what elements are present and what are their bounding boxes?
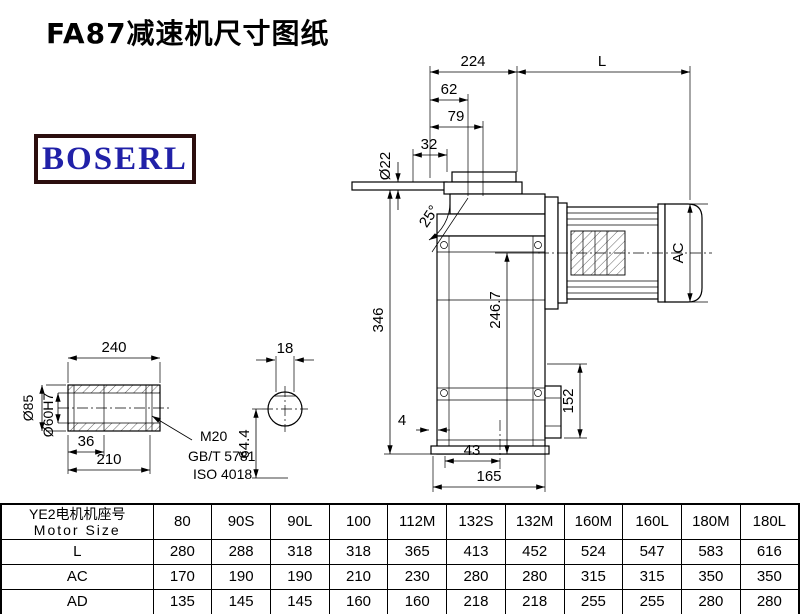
table-header-cell: 132S xyxy=(446,503,506,540)
table-header-cell: 180M xyxy=(680,503,741,540)
dim-label-346: 346 xyxy=(370,307,387,332)
dim-label-152: 152 xyxy=(560,388,577,413)
table-cell: 583 xyxy=(680,538,741,565)
table-cell: 218 xyxy=(504,588,565,614)
boserl-logo-text: BOSERL xyxy=(42,140,188,177)
table-cell: 145 xyxy=(269,588,330,614)
row-label-AC: AC xyxy=(0,563,154,590)
dim-label-AC: AC xyxy=(670,242,687,263)
table-cell: 218 xyxy=(446,588,506,614)
table-cell: 350 xyxy=(680,563,741,590)
table-cell: 160 xyxy=(328,588,389,614)
table-cell: 145 xyxy=(211,588,271,614)
table-cell: 280 xyxy=(504,563,565,590)
motor-size-table: YE2电机机座号 Motor Size 80 90S 90L 100 112M … xyxy=(0,503,800,614)
table-header-row: YE2电机机座号 Motor Size 80 90S 90L 100 112M … xyxy=(0,503,800,540)
shaft-detail-view xyxy=(58,384,170,432)
dim-label-dia60H7: Ø60H7 xyxy=(40,393,56,438)
table-cell: 315 xyxy=(563,563,624,590)
table-cell: 280 xyxy=(680,588,741,614)
dim-label-165: 165 xyxy=(476,468,501,485)
shaft-section-view xyxy=(262,386,308,432)
standard-iso-label: ISO 4018 xyxy=(193,466,252,482)
table-header-cell: 80 xyxy=(152,503,213,540)
boserl-logo: BOSERL xyxy=(34,134,196,184)
motor-size-col-header: YE2电机机座号 Motor Size xyxy=(0,503,154,540)
table-cell: 315 xyxy=(622,563,682,590)
table-cell: 524 xyxy=(563,538,624,565)
dim-label-18: 18 xyxy=(277,340,294,357)
table-cell: 190 xyxy=(269,563,330,590)
dim-label-210: 210 xyxy=(96,451,121,468)
table-cell: 255 xyxy=(622,588,682,614)
table-cell: 230 xyxy=(387,563,448,590)
table-cell: 365 xyxy=(387,538,448,565)
table-header-cell: 180L xyxy=(739,503,800,540)
table-cell: 318 xyxy=(328,538,389,565)
table-header-cell: 112M xyxy=(387,503,448,540)
motor-size-header-en: Motor Size xyxy=(33,521,121,538)
table-cell: 170 xyxy=(152,563,213,590)
dim-label-m20: M20 xyxy=(200,428,227,444)
table-row-AC: AC 170 190 190 210 230 280 280 315 315 3… xyxy=(0,563,800,590)
dim-label-246-7: 246.7 xyxy=(487,291,504,329)
table-cell: 288 xyxy=(211,538,271,565)
dim-label-43: 43 xyxy=(464,442,481,459)
motor-view xyxy=(538,196,712,310)
motor-size-header-cn: YE2电机机座号 xyxy=(29,505,126,522)
dim-label-L: L xyxy=(598,53,606,70)
table-cell: 280 xyxy=(152,538,213,565)
dim-label-dia22: Ø22 xyxy=(377,152,394,180)
table-cell: 318 xyxy=(269,538,330,565)
table-cell: 280 xyxy=(739,588,800,614)
table-row-L: L 280 288 318 318 365 413 452 524 547 58… xyxy=(0,538,800,565)
table-cell: 280 xyxy=(446,563,506,590)
table-cell: 350 xyxy=(739,563,800,590)
table-header-cell: 160M xyxy=(563,503,624,540)
table-cell: 160 xyxy=(387,588,448,614)
dim-label-62: 62 xyxy=(441,81,458,98)
dim-label-240: 240 xyxy=(101,339,126,356)
standard-gb-label: GB/T 5781 xyxy=(188,448,256,464)
page-title: FA87减速机尺寸图纸 xyxy=(46,17,330,50)
dim-label-64-4: 64.4 xyxy=(236,429,253,458)
table-cell: 255 xyxy=(563,588,624,614)
dim-label-4: 4 xyxy=(398,412,406,429)
table-cell: 135 xyxy=(152,588,213,614)
table-row-AD: AD 135 145 145 160 160 218 218 255 255 2… xyxy=(0,588,800,614)
table-cell: 452 xyxy=(504,538,565,565)
dim-label-36: 36 xyxy=(78,433,95,450)
dim-label-224: 224 xyxy=(460,53,485,70)
table-header-cell: 90L xyxy=(269,503,330,540)
dim-label-dia85: Ø85 xyxy=(20,395,36,422)
row-label-AD: AD xyxy=(0,588,154,614)
row-label-L: L xyxy=(0,538,154,565)
table-cell: 616 xyxy=(739,538,800,565)
table-cell: 547 xyxy=(622,538,682,565)
table-header-cell: 90S xyxy=(211,503,271,540)
dim-label-79: 79 xyxy=(448,108,465,125)
table-cell: 210 xyxy=(328,563,389,590)
dimension-annotations: 224 L 62 79 32 Ø22 25° 346 246.7 xyxy=(20,53,708,492)
table-header-cell: 100 xyxy=(328,503,389,540)
table-header-cell: 160L xyxy=(622,503,682,540)
table-cell: 413 xyxy=(446,538,506,565)
table-cell: 190 xyxy=(211,563,271,590)
table-header-cell: 132M xyxy=(504,503,565,540)
dim-label-32: 32 xyxy=(421,136,438,153)
